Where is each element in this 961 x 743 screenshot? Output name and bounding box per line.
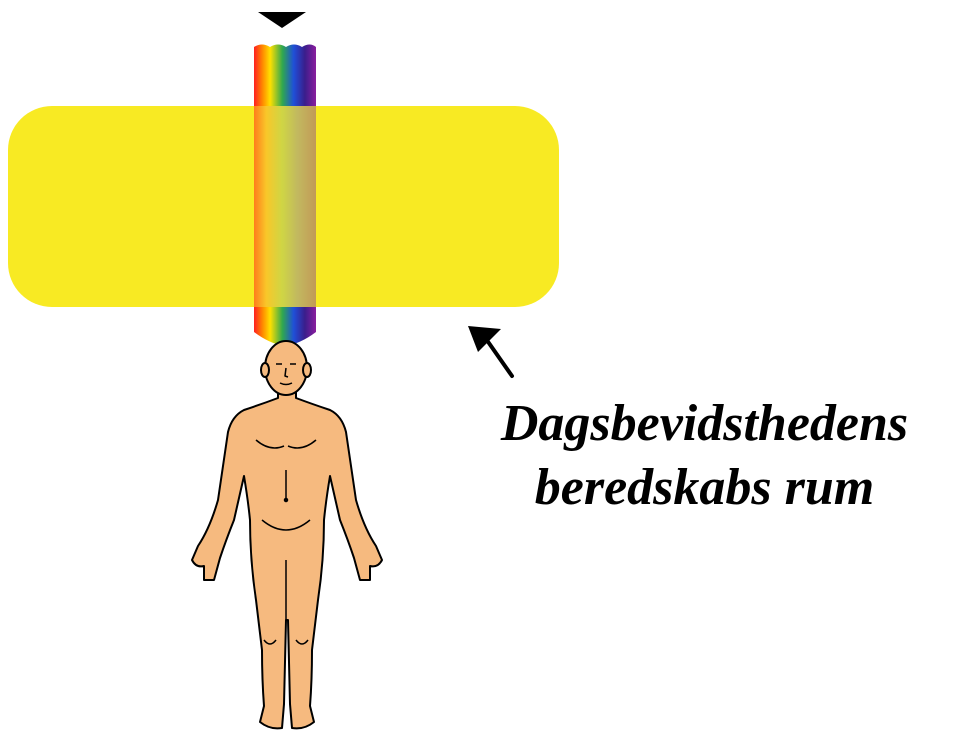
- spectrum-beam-through-zone: [254, 106, 316, 307]
- up-left-arrow-icon: [468, 326, 512, 376]
- down-triangle-icon: [258, 12, 306, 28]
- caption-line-2: beredskabs rum: [452, 456, 957, 520]
- human-figure-icon: [192, 341, 382, 728]
- caption-line-1: Dagsbevidsthedens: [452, 392, 957, 456]
- spectrum-beam-top: [254, 45, 316, 111]
- zone-caption: Dagsbevidsthedens beredskabs rum: [452, 392, 957, 520]
